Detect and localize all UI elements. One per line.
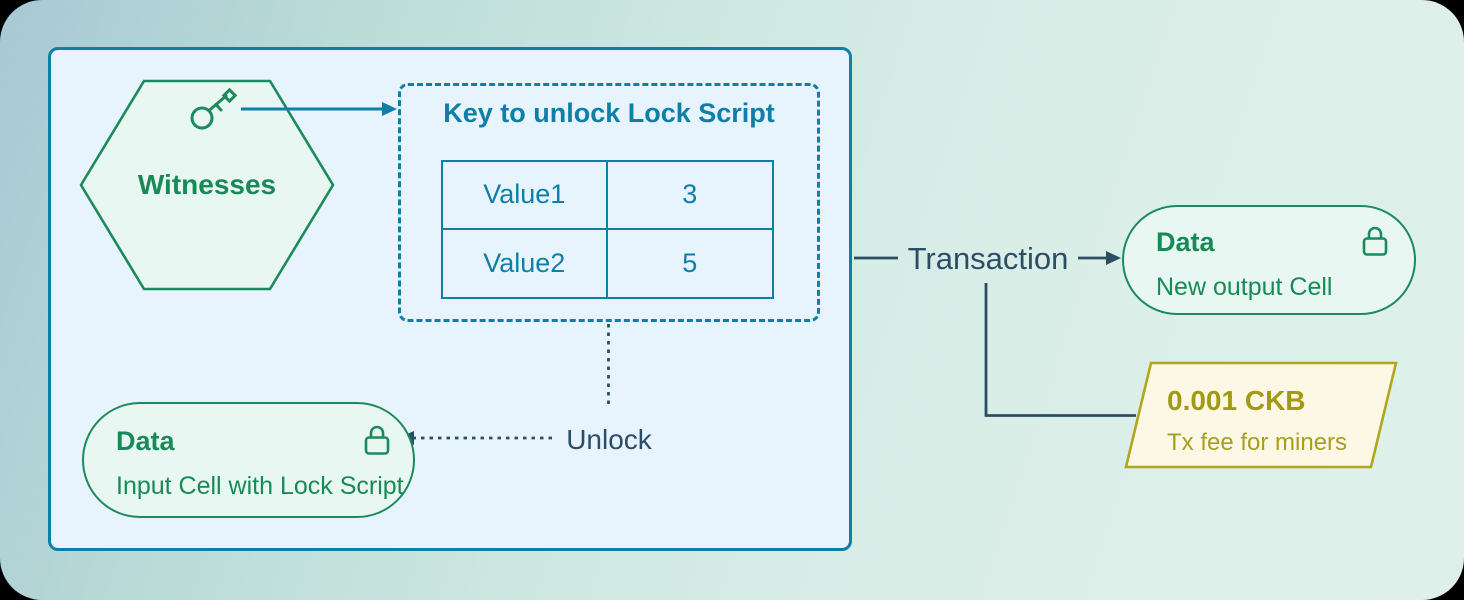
input-cell-subtitle: Input Cell with Lock Script — [116, 472, 404, 500]
witnesses-label: Witnesses — [137, 169, 277, 200]
key-box: Key to unlock Lock Script Value1 3 Value… — [398, 83, 820, 322]
output-cell-subtitle: New output Cell — [1156, 273, 1333, 301]
unlock-label: Unlock — [566, 424, 652, 455]
lock-icon — [1362, 226, 1388, 256]
key-box-title: Key to unlock Lock Script — [443, 98, 775, 128]
lock-icon — [364, 425, 390, 455]
fee-amount: 0.001 CKB — [1167, 385, 1306, 416]
fee-note: Tx fee for miners — [1167, 429, 1348, 456]
table-cell-value-2: 5 — [682, 247, 698, 278]
input-cell-title: Data — [116, 426, 175, 456]
table-cell-name-2: Value2 — [443, 229, 608, 297]
input-cell: Data Input Cell with Lock Script — [82, 402, 415, 518]
table-cell-name-1: Value1 — [443, 162, 608, 230]
transaction-label: Transaction — [907, 241, 1069, 276]
transaction-to-output-arrow — [1078, 251, 1121, 265]
table-cell-value-1: 3 — [607, 162, 772, 230]
output-cell: Data New output Cell — [1122, 205, 1416, 315]
key-value-table: Value1 3 Value2 5 — [441, 160, 774, 299]
transaction-to-fee-connector — [984, 283, 1136, 417]
output-cell-title: Data — [1156, 227, 1215, 257]
